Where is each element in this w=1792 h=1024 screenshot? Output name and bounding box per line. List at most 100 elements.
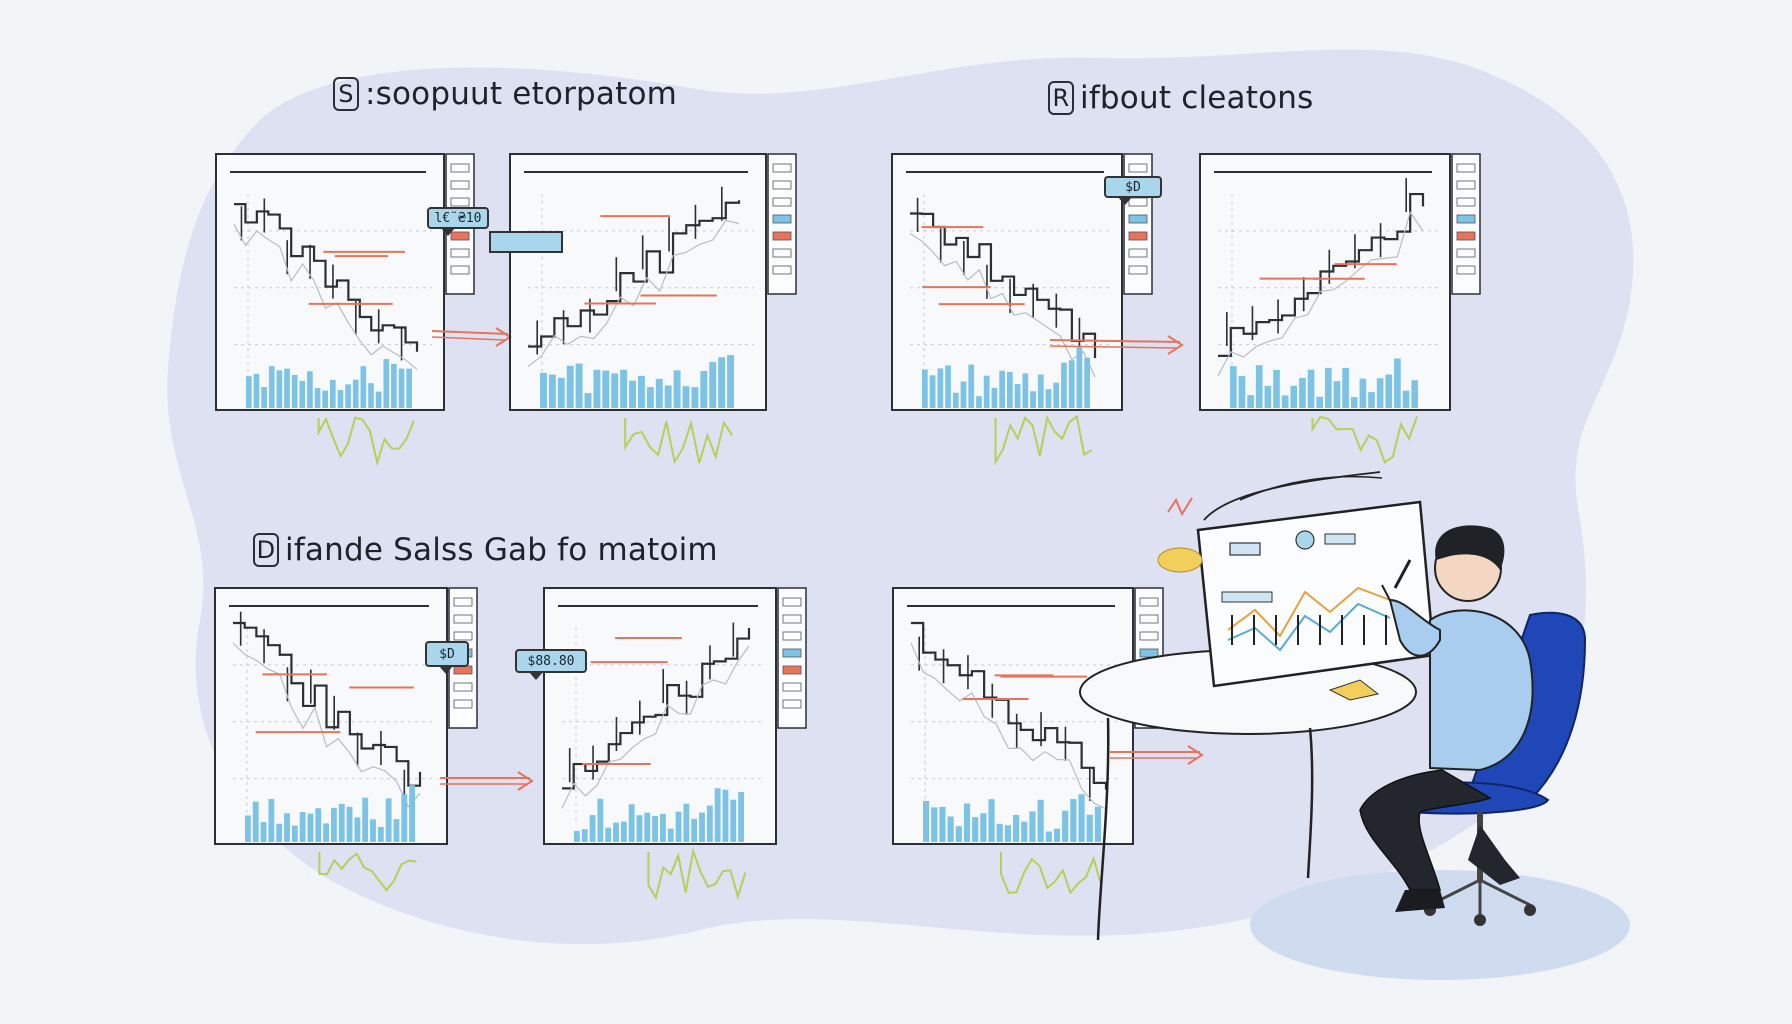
volume-bar [968, 364, 975, 408]
volume-bar [922, 369, 928, 408]
order-panel [1451, 153, 1481, 295]
volume-bar [945, 365, 951, 408]
volume-bar [1029, 811, 1036, 842]
moving-average [561, 645, 750, 809]
heading-bottom-left: D ifande Salss Gab fo matoim [253, 532, 718, 568]
order-panel-row [450, 180, 470, 190]
order-panel-row [1139, 631, 1159, 641]
volume-bar [999, 370, 1005, 408]
volume-bar [976, 396, 982, 408]
order-panel-row [453, 597, 473, 607]
volume-bar [406, 368, 412, 408]
volume-bar [980, 813, 987, 842]
oscillator-line [624, 418, 734, 465]
volume-bar [722, 789, 729, 842]
volume-bar [315, 808, 322, 842]
volume-bar [1230, 366, 1237, 408]
volume-bar [1045, 389, 1052, 408]
volume-bar [597, 798, 604, 842]
volume-bar [636, 815, 643, 842]
volume-bar [675, 811, 682, 842]
person-leg [1468, 825, 1520, 885]
volume-bar [714, 788, 721, 842]
volume-bar [307, 813, 314, 842]
order-panel-row [772, 231, 792, 241]
volume-bar [253, 373, 260, 408]
order-panel-row [772, 265, 792, 275]
volume-bar [1022, 373, 1029, 408]
oscillator-line [1311, 415, 1418, 464]
desk-leg [1306, 727, 1314, 879]
volume-bar [261, 387, 267, 408]
volume-bar [589, 815, 596, 842]
price-chart [214, 587, 478, 892]
volume-bar [646, 387, 654, 408]
volume-bar [673, 370, 681, 408]
volume-bar [730, 799, 737, 842]
volume-bar [931, 807, 938, 842]
volume-bar [1070, 799, 1077, 842]
chair-wheel [1524, 904, 1536, 916]
order-panel-row [782, 614, 802, 624]
screen-widget [1324, 533, 1356, 545]
moving-average [1217, 210, 1424, 377]
volume-bar [691, 387, 699, 408]
volume-bar [352, 379, 359, 408]
volume-bar [727, 355, 734, 408]
volume-bar [276, 823, 283, 842]
order-panel-row [1128, 248, 1148, 258]
volume-bar [1030, 391, 1036, 408]
volume-bar [660, 813, 666, 842]
price-callout: $D [1104, 176, 1162, 205]
volume-bar [605, 827, 612, 842]
volume-bar [291, 374, 298, 408]
volume-bar [377, 826, 384, 842]
pen-icon [1393, 559, 1412, 589]
volume-bar [299, 380, 306, 408]
volume-bar [354, 817, 361, 842]
desk-leg [1096, 717, 1110, 941]
order-panel-row [782, 597, 802, 607]
volume-bar [602, 370, 610, 408]
transition-arrow [431, 336, 505, 341]
volume-bar [963, 803, 971, 842]
volume-bar [683, 803, 690, 842]
volume-bar [1411, 380, 1418, 408]
volume-bar [620, 821, 627, 842]
arrow-head [1187, 745, 1204, 765]
screen-widget [1221, 591, 1273, 603]
volume-bar [1281, 395, 1289, 408]
volume-bar [1368, 392, 1375, 408]
volume-bar [360, 366, 367, 408]
volume-bar [245, 815, 251, 842]
volume-bar [1290, 385, 1298, 408]
volume-bar [268, 798, 275, 842]
volume-bar [738, 792, 744, 842]
oscillator-line [647, 847, 747, 901]
order-panel-row [1456, 265, 1476, 275]
volume-bar [368, 383, 374, 408]
volume-bar [284, 813, 290, 842]
pen-on-desk [1328, 679, 1380, 701]
volume-bar [972, 817, 979, 842]
order-panel-row [1456, 231, 1476, 241]
order-panel-row [453, 699, 473, 709]
moving-average [233, 223, 418, 370]
order-panel-row [1456, 163, 1476, 173]
volume-bar [1394, 358, 1401, 408]
volume-bar [960, 381, 967, 408]
floor-shadow [1250, 870, 1630, 980]
order-panel-row [453, 682, 473, 692]
volume-bar [409, 785, 415, 842]
volume-bar [667, 828, 674, 842]
volume-bar [652, 815, 658, 842]
volume-bar [1094, 806, 1101, 842]
volume-bar [574, 830, 580, 842]
volume-bar [620, 369, 628, 408]
heading-top-left: S :soopuut etorpatom [333, 76, 677, 112]
volume-bar [955, 826, 962, 842]
volume-bar [1325, 367, 1332, 408]
person-shoe [1395, 890, 1445, 912]
moving-average [527, 219, 740, 367]
coin-pile [1157, 547, 1203, 573]
